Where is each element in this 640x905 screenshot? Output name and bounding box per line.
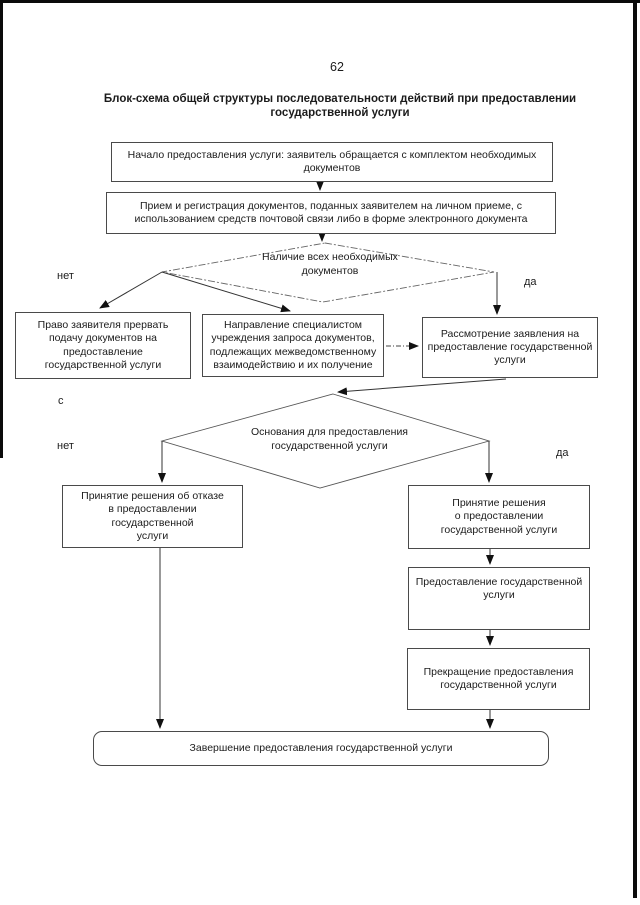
node-reception: Прием и регистрация документов, поданных… <box>106 192 556 234</box>
label-letter-c: с <box>58 395 64 407</box>
label-yes-docs: да <box>524 276 537 288</box>
node-start: Начало предоставления услуги: заявитель … <box>111 142 553 182</box>
node-completion: Завершение предоставления государственно… <box>93 731 549 766</box>
edge-no-to-interrupt-right <box>99 271 163 309</box>
scan-left-border <box>0 0 3 458</box>
edge-review-to-grounds-decision <box>337 378 507 396</box>
page-number: 62 <box>330 60 344 74</box>
node-interagency-request: Направление специалистом учреждения запр… <box>202 314 384 377</box>
edge-to-interagency-request <box>161 271 291 313</box>
node-termination: Прекращение предоставления государственн… <box>407 648 590 710</box>
node-approval-decision: Принятие решения о предоставлении госуда… <box>408 485 590 549</box>
node-provision: Предоставление государственной услуги <box>408 567 590 630</box>
label-no-grounds: нет <box>57 440 74 452</box>
scan-top-border <box>0 0 640 3</box>
grounds-decision-label: Основания для предоставления государстве… <box>250 426 408 452</box>
node-refusal-decision: Принятие решения об отказе в предоставле… <box>62 485 243 548</box>
label-no-docs: нет <box>57 270 74 282</box>
docs-decision-diamond <box>161 242 495 303</box>
node-review: Рассмотрение заявления на предоставление… <box>422 317 598 378</box>
node-interrupt-right: Право заявителя прервать подачу документ… <box>15 312 191 379</box>
grounds-decision-diamond <box>160 393 491 489</box>
docs-decision-label: Наличие всех необходимых документов <box>262 251 398 277</box>
scan-right-border <box>633 0 637 898</box>
page-title: Блок-схема общей структуры последователь… <box>103 93 577 120</box>
label-yes-grounds: да <box>556 447 569 459</box>
